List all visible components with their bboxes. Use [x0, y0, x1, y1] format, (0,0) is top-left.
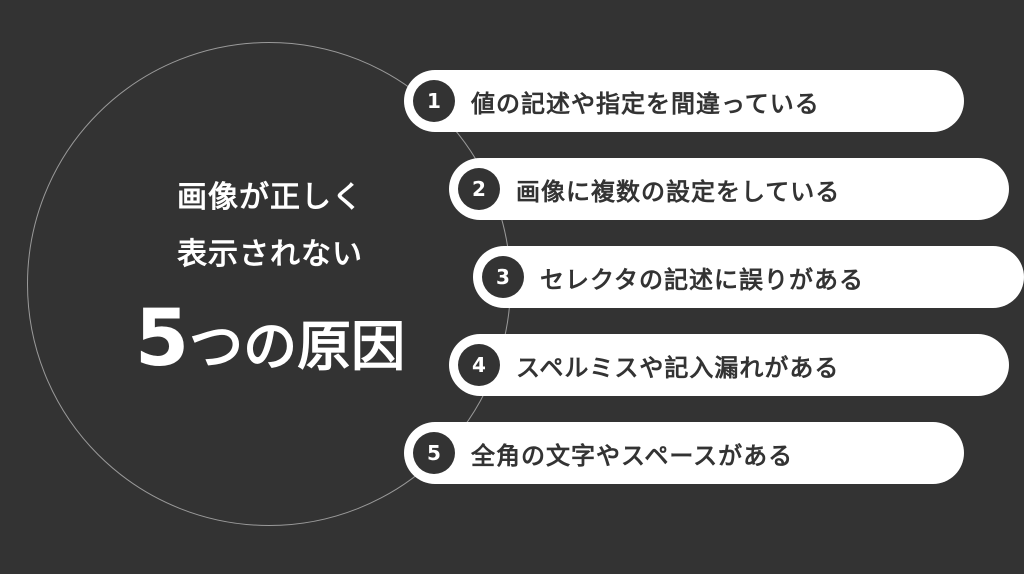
reason-text: 値の記述や指定を間違っている: [471, 89, 820, 118]
reason-item-4: 4 スペルミスや記入漏れがある: [449, 334, 1009, 396]
reason-number-badge: 1: [413, 80, 455, 122]
reason-item-3: 3 セレクタの記述に誤りがある: [473, 246, 1024, 308]
reason-text: スペルミスや記入漏れがある: [516, 353, 840, 382]
reason-number-badge: 2: [458, 168, 500, 210]
big-title: 5つの原因: [100, 300, 440, 378]
heading-line-2: 表示されない: [177, 237, 363, 272]
reason-text: セレクタの記述に誤りがある: [540, 265, 865, 294]
reason-item-5: 5 全角の文字やスペースがある: [404, 422, 964, 484]
reason-number-badge: 4: [458, 344, 500, 386]
reason-text: 画像に複数の設定をしている: [516, 177, 841, 206]
reason-count: 5: [134, 294, 190, 384]
reason-item-2: 2 画像に複数の設定をしている: [449, 158, 1009, 220]
heading-line-1: 画像が正しく: [177, 180, 363, 215]
reason-number-badge: 5: [413, 432, 455, 474]
reason-number-badge: 3: [482, 256, 524, 298]
big-title-suffix: つの原因: [189, 315, 406, 378]
reason-text: 全角の文字やスペースがある: [471, 441, 794, 470]
reason-item-1: 1 値の記述や指定を間違っている: [404, 70, 964, 132]
